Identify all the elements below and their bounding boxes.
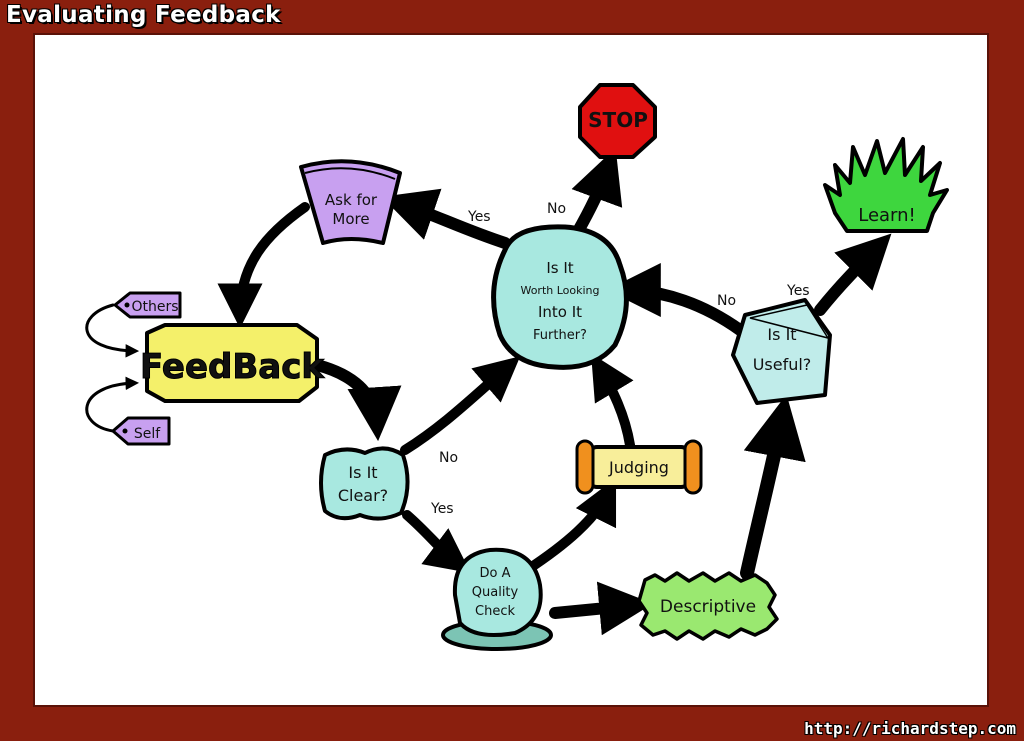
arrow-clear-to-worth [400, 356, 521, 455]
quality-check-node: Do A Quality Check [441, 547, 553, 651]
edge-label-yes-useful: Yes [786, 283, 810, 299]
worth-label-line1: Is It [546, 259, 573, 277]
arrow-useful-to-worth [606, 263, 746, 336]
clear-label-line2: Clear? [338, 486, 388, 505]
ask-label-line1: Ask for [325, 191, 378, 209]
stop-label: STOP [588, 108, 648, 132]
others-tag: Others [113, 291, 182, 319]
ask-for-more-node: Ask for More [299, 159, 402, 245]
quality-label-line2: Quality [472, 585, 519, 600]
useful-node: Is It Useful? [731, 298, 832, 405]
worth-looking-node: Is It Worth Looking Into It Further? [491, 224, 629, 370]
arrow-quality-to-descriptive [549, 581, 654, 636]
worth-label-line2: Worth Looking [520, 284, 599, 297]
flowchart: Yes No No Yes No Yes STOP Ask for More I… [85, 83, 949, 651]
arrow-worth-to-stop [571, 147, 623, 239]
learn-label: Learn! [858, 205, 916, 226]
learn-node: Learn! [823, 137, 949, 233]
judging-node: Judging [575, 439, 703, 495]
edge-label-no-useful: No [717, 293, 736, 309]
arrow-self-to-feedback [85, 376, 140, 433]
arrow-others-to-feedback [85, 303, 140, 358]
feedback-node: FeedBack [140, 323, 326, 403]
arrow-judging-to-worth [591, 353, 635, 450]
clear-label-line1: Is It [348, 463, 377, 482]
page-title: Evaluating Feedback [6, 2, 281, 28]
self-label: Self [134, 426, 161, 442]
arrow-feedback-to-clear [311, 359, 402, 442]
arrow-useful-to-learn [814, 233, 892, 316]
worth-label-line4: Further? [533, 328, 587, 343]
clear-node: Is It Clear? [319, 446, 410, 521]
judging-label: Judging [608, 458, 669, 477]
feedback-label: FeedBack [140, 347, 325, 387]
descriptive-label: Descriptive [660, 597, 756, 617]
quality-label-line1: Do A [480, 566, 511, 581]
diagram-canvas: Yes No No Yes No Yes STOP Ask for More I… [33, 33, 989, 707]
arrow-clear-to-quality [402, 510, 471, 574]
arrow-descriptive-to-useful [740, 394, 806, 580]
arrow-quality-to-judging [522, 477, 617, 575]
self-tag: Self [111, 416, 171, 446]
edge-label-yes-clear: Yes [430, 501, 454, 517]
stop-node: STOP [578, 83, 657, 159]
edge-label-no-clear: No [439, 450, 458, 466]
descriptive-node: Descriptive [637, 571, 779, 641]
others-label: Others [131, 299, 178, 315]
edge-label-yes-ask: Yes [467, 209, 491, 225]
worth-label-line3: Into It [538, 303, 582, 321]
source-url[interactable]: http://richardstep.com [804, 719, 1016, 738]
edge-label-no-stop: No [547, 201, 566, 217]
quality-label-line3: Check [475, 604, 515, 619]
ask-label-line2: More [332, 210, 369, 228]
arrows [85, 147, 892, 636]
arrow-worth-to-ask [381, 188, 511, 249]
arrow-ask-to-feedback [217, 202, 310, 329]
useful-label-line1: Is It [767, 325, 796, 344]
useful-label-line2: Useful? [753, 355, 812, 374]
